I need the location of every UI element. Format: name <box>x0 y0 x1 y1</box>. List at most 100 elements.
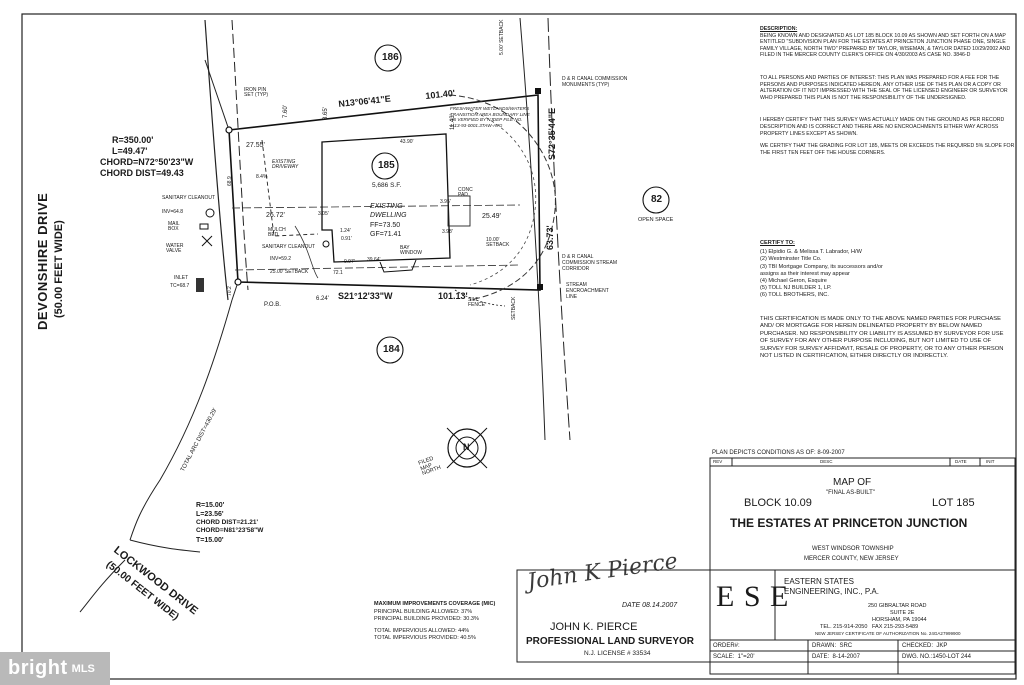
canal-line-east <box>547 17 571 441</box>
lot-185-circle <box>371 152 399 180</box>
surveyor-date: DATE 08.14.2007 <box>622 602 678 609</box>
mulch-bed-outline <box>294 225 319 279</box>
dim-label: 3.98' <box>442 229 453 235</box>
block-label: BLOCK 10.09 <box>744 497 812 509</box>
company-name-1: EASTERN STATES <box>784 577 854 586</box>
wetlands-label: FRESHWATER WETLANDS/WATERS TRANSITION AR… <box>450 106 530 128</box>
watermark-brand: bright <box>8 657 68 679</box>
township-label: WEST WINDSOR TOWNSHIP <box>812 546 894 552</box>
certificate-of-authorization: NEW JERSEY CERTIFICATE OF AUTHORIZATION … <box>815 631 961 636</box>
setback-front-line <box>234 264 521 271</box>
lot-185-label: 185 <box>378 160 395 171</box>
curve2-radius: R=15.00' <box>196 502 225 509</box>
east-line-bearing: S72°35'44"E <box>547 107 557 160</box>
dim-label: 3.05' <box>318 211 329 217</box>
setback-25-label: 25.00' SETBACK <box>270 269 309 275</box>
project-name: THE ESTATES AT PRINCETON JUNCTION <box>730 516 968 530</box>
sanitary-cleanout-inv: INV=59.2 <box>270 256 291 262</box>
lot-186-line <box>204 59 230 131</box>
concrete-pad <box>447 195 471 227</box>
curve1-chord: CHORD=N72°50'23"W <box>100 157 194 167</box>
title-block-grid <box>516 457 1016 675</box>
mailbox-marker <box>199 223 209 230</box>
certify-heading: CERTIFY TO: <box>760 240 795 246</box>
curve2-chord-dist: CHORD DIST=21.21' <box>196 519 259 526</box>
canal-corridor-label: D & R CANAL COMMISSION STREAM CORRIDOR <box>562 254 618 272</box>
description-para3: I HEREBY CERTIFY THAT THIS SURVEY WAS AC… <box>760 117 1005 137</box>
lot-82-label: 82 <box>651 194 663 205</box>
lot-186-circle <box>374 44 402 72</box>
devonshire-drive-label: DEVONSHIRE DRIVE <box>35 192 50 330</box>
watermark-suffix: MLS <box>71 662 95 675</box>
inlet-label: INLET <box>174 275 189 281</box>
company-address-3: HORSHAM, PA 19044 <box>872 617 927 623</box>
lot-82-circle <box>642 186 670 214</box>
dim-label: 39.64' <box>367 257 381 263</box>
dim-label: 72.1 <box>333 270 343 276</box>
dim-label: 1.24' <box>340 228 351 234</box>
dwelling-gf: GF=71.41 <box>370 231 402 238</box>
dim-label: 27.55' <box>246 142 265 149</box>
lot-label: LOT 185 <box>932 497 975 509</box>
wetlands-transition-line <box>449 94 556 301</box>
date-header: DATE <box>955 459 967 464</box>
monument-marker <box>535 88 541 94</box>
lot-186-label: 186 <box>382 52 399 63</box>
surveyor-title: PROFESSIONAL LAND SURVEYOR <box>526 636 694 647</box>
iron-pin-marker <box>225 126 233 134</box>
dwelling-ff: FF=73.50 <box>370 222 401 229</box>
county-label: MERCER COUNTY, NEW JERSEY <box>804 556 899 562</box>
company-address-2: SUITE 2E <box>890 610 915 616</box>
dim-label: 11.43' <box>450 114 456 130</box>
devonshire-width-label: (50.00 FEET WIDE) <box>53 220 65 318</box>
surveyor-license: N.J. LICENSE # 33534 <box>584 650 651 657</box>
water-valve-label: WATER VALVE <box>166 243 184 254</box>
curve2-chord: CHORD=N81°23'58"W <box>196 527 264 534</box>
curve1-chord-dist: CHORD DIST=49.43 <box>100 168 184 178</box>
dim-label: 26.72' <box>266 212 285 219</box>
bright-mls-watermark: bright MLS <box>0 652 110 685</box>
setback-ne-label: 5.00' SETBACK <box>499 19 505 55</box>
company-address-1: 250 GIBRALTAR ROAD <box>868 603 927 609</box>
dim-label: 0.91' <box>341 236 352 242</box>
dwelling-label: DWELLING <box>370 212 407 219</box>
coverage-line: TOTAL IMPERVIOUS PROVIDED: 40.5% <box>374 635 476 641</box>
dwelling-footprint <box>321 133 451 263</box>
water-valve-marker <box>201 235 213 247</box>
pob-label: P.O.B. <box>264 302 281 308</box>
canal-line-west <box>519 17 546 441</box>
sanitary-cleanout-marker <box>322 240 330 248</box>
driveway-label: EXISTING DRIVEWAY <box>272 159 299 170</box>
north-arrow-letter: N <box>463 442 470 452</box>
description-heading: DESCRIPTION: <box>760 26 798 32</box>
company-phone: TEL. 215-914-2050 FAX 215-293-5489 <box>820 624 919 630</box>
setback-25-line <box>231 204 521 209</box>
rev-header: REV <box>713 459 723 464</box>
lot-184-label: 184 <box>383 344 400 355</box>
certify-item: (6) TOLL BROTHERS, INC. <box>760 292 829 299</box>
description-block: DESCRIPTION:BEING KNOWN AND DESIGNATED A… <box>760 26 1015 162</box>
map-of-label: MAP OF <box>833 477 872 488</box>
surveyor-name: JOHN K. PIERCE <box>550 621 638 633</box>
description-para2: TO ALL PERSONS AND PARTIES OF INTEREST: … <box>760 74 1008 101</box>
monument-marker <box>537 284 543 290</box>
south-line-distance: 101.13' <box>438 291 468 301</box>
certify-item: (2) Westminster Title Co. <box>760 256 822 263</box>
lockwood-arc <box>129 299 233 541</box>
init-header: INIT <box>986 459 995 464</box>
scale-value: SCALE: 1"=20' <box>713 654 755 660</box>
dim-label: 25.49' <box>482 213 501 220</box>
bay-window-label: BAY WINDOW <box>400 245 422 256</box>
certify-item: (3) TBI Mortgage Company, its successors… <box>760 263 883 270</box>
mailbox-label: MAIL BOX <box>168 221 180 232</box>
coverage-line: TOTAL IMPERVIOUS ALLOWED: 44% <box>374 628 470 634</box>
company-name-2: ENGINEERING, INC., P.A. <box>784 587 879 596</box>
certify-item: (5) TOLL NJ BUILDER 1, LP. <box>760 285 832 292</box>
inlet-marker <box>196 278 204 292</box>
dim-label: 70.2 <box>227 286 233 296</box>
coverage-line: PRINCIPAL BUILDING PROVIDED: 30.3% <box>374 616 479 622</box>
devonshire-road-edge <box>204 19 229 301</box>
driveway-outline <box>261 139 319 237</box>
certify-item: assigns as their interest may appear <box>760 270 850 277</box>
curve1-radius: R=350.00' <box>112 135 154 145</box>
